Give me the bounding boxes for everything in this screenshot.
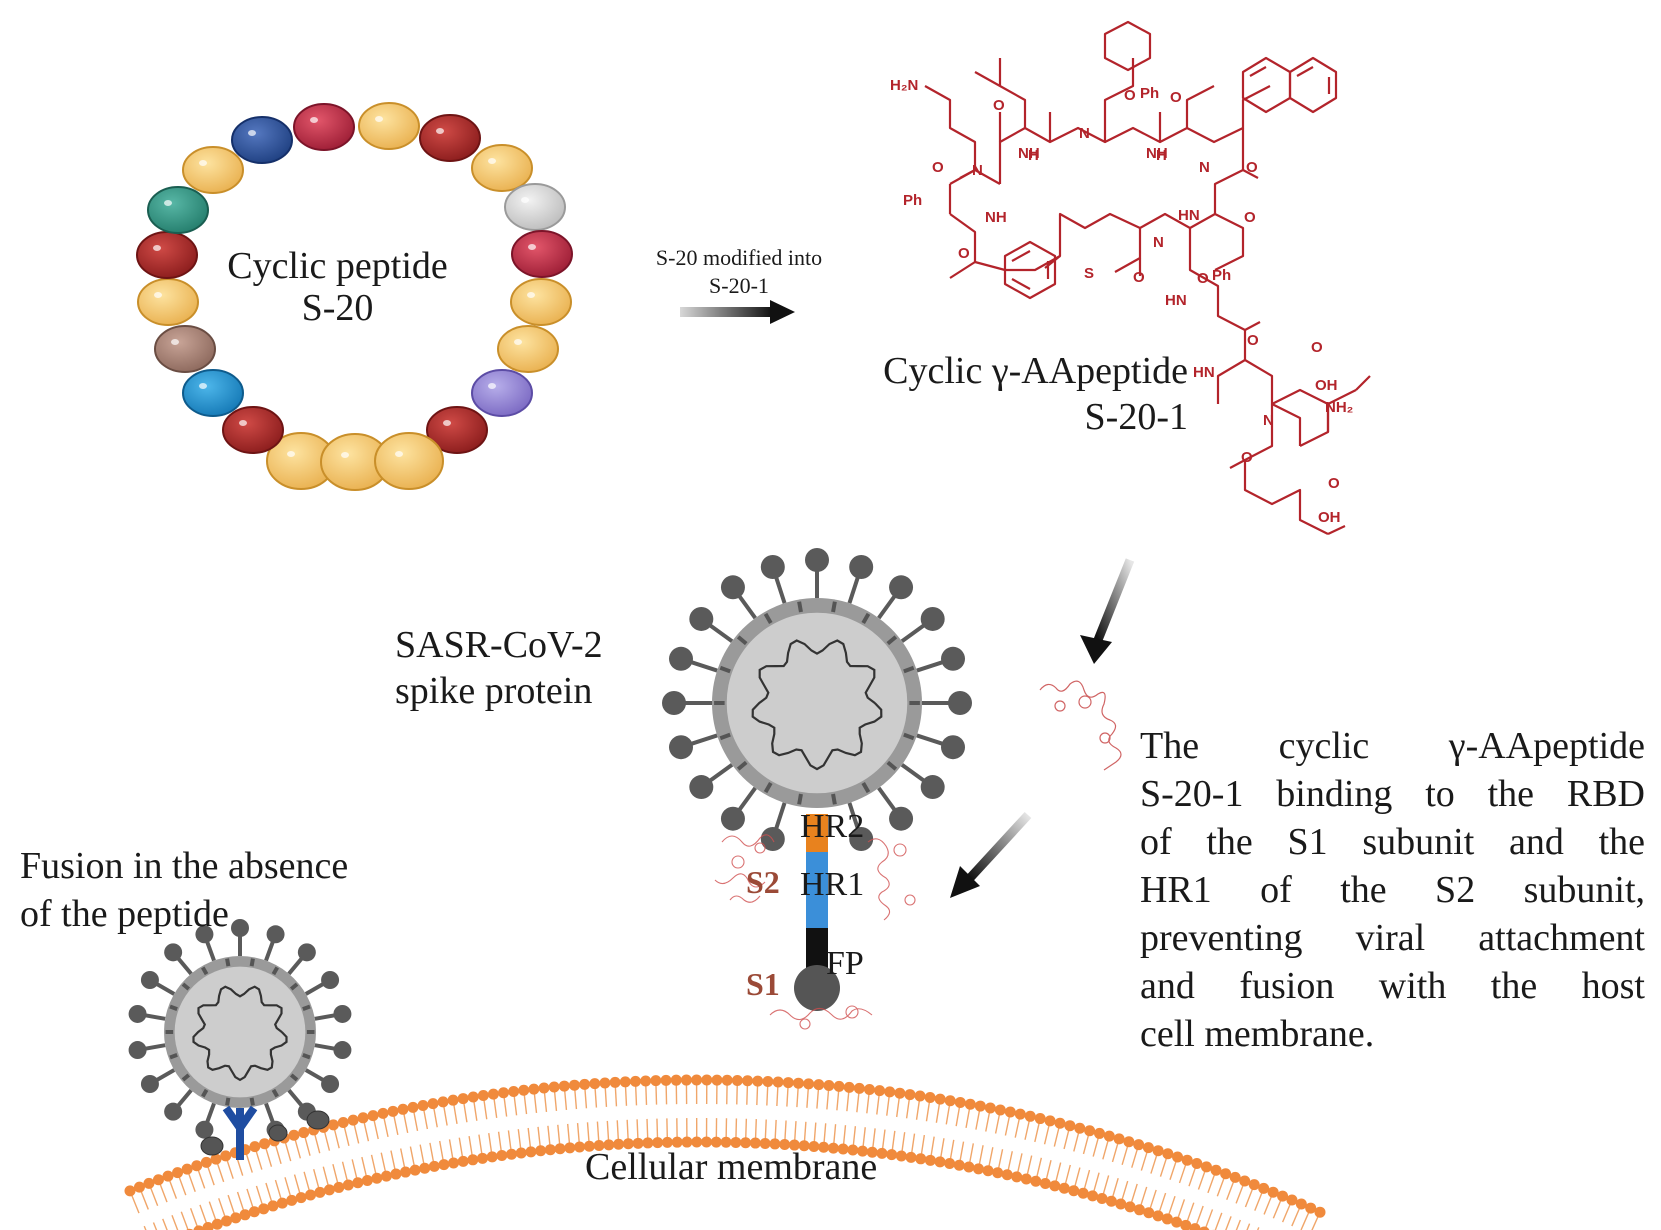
bead	[231, 116, 293, 164]
cyclic-peptide-title: Cyclic peptide	[227, 245, 448, 287]
description-line: preventing viral attachment	[1140, 917, 1645, 959]
mol-label-o: O	[1124, 87, 1136, 104]
diagonal-arrow-down	[1080, 558, 1135, 664]
bead	[471, 369, 533, 417]
mol-label-o: O	[1170, 89, 1182, 106]
mol-label-n: N	[1079, 125, 1090, 142]
mol-label-h: H	[1156, 147, 1167, 164]
description-text: The cyclic γ-AApeptide S-20-1 binding to…	[1140, 722, 1645, 1058]
receptor	[200, 1105, 330, 1160]
hr1-label: HR1	[800, 866, 865, 903]
mol-label-o: O	[1241, 449, 1253, 466]
bead	[222, 406, 284, 454]
description-line: of the S1 subunit and the	[1140, 821, 1645, 863]
bead	[358, 102, 420, 150]
molecule-labels: H₂N Ph Ph Ph NH NH NH HN HN HN N N N N N…	[890, 77, 1353, 526]
mol-label-h: H	[1028, 147, 1039, 164]
virus-label: SASR-CoV-2 spike protein	[395, 622, 603, 714]
mol-label-s: S	[1084, 265, 1094, 282]
bead	[426, 406, 488, 454]
molecule-structure	[924, 20, 1371, 535]
arrow-label: S-20 modified into S-20-1	[632, 244, 846, 300]
bead	[182, 146, 244, 194]
mol-label-o: O	[1246, 159, 1258, 176]
s1-label: S1	[746, 966, 780, 1002]
arrow-label-line1: S-20 modified into	[655, 245, 823, 270]
mol-label-ph: Ph	[1140, 85, 1159, 102]
mol-label-o: O	[958, 245, 970, 262]
mol-label-o: O	[1133, 269, 1145, 286]
hr2-segment	[806, 814, 828, 852]
membrane-label: Cellular membrane	[585, 1146, 878, 1188]
description-line: cell membrane.	[1140, 1013, 1375, 1055]
hr1-segment	[806, 852, 828, 928]
mol-label-o: O	[1311, 339, 1323, 356]
s1-head	[794, 965, 840, 1011]
description-line: S-20-1 binding to the RBD	[1140, 773, 1645, 815]
mol-label-o: O	[993, 97, 1005, 114]
description-line: and fusion with the host	[1140, 965, 1645, 1007]
sars-cov-2-virus-large	[662, 548, 972, 852]
arrow-label-line2: S-20-1	[709, 273, 769, 298]
mol-label-o: O	[1328, 475, 1340, 492]
fusion-label: Fusion in the absence of the peptide	[20, 842, 348, 938]
mol-label-n: N	[1263, 412, 1274, 429]
mol-label-n: N	[972, 162, 983, 179]
bead	[147, 186, 209, 234]
bead	[510, 278, 572, 326]
virus-label-line2: spike protein	[395, 670, 593, 712]
bead	[293, 103, 355, 151]
cyclic-peptide-ring	[136, 102, 573, 491]
gamma-peptide-title: Cyclic γ-AApeptide	[883, 350, 1188, 392]
mol-label-oh: OH	[1315, 377, 1338, 394]
mol-label-n: N	[1153, 234, 1164, 251]
mol-label-oh: OH	[1318, 509, 1341, 526]
mol-label-ph: Ph	[903, 192, 922, 209]
mol-label-o: O	[932, 159, 944, 176]
mol-label-o: O	[1197, 270, 1209, 287]
bead	[504, 183, 566, 231]
spike-protein	[714, 814, 916, 1030]
cyclic-peptide-id: S-20	[301, 287, 374, 329]
mol-label-ph: Ph	[1212, 267, 1231, 284]
bead	[154, 325, 216, 373]
hr2-label: HR2	[800, 808, 865, 845]
mol-label-o: O	[1247, 332, 1259, 349]
gamma-peptide-id: S-20-1	[1084, 396, 1188, 438]
gamma-peptide-label: Cyclic γ-AApeptide S-20-1	[828, 348, 1188, 440]
bead	[511, 230, 573, 278]
mol-label-hn: HN	[1178, 207, 1200, 224]
mol-label-nh2: NH₂	[1325, 399, 1353, 416]
mol-label-o: O	[1244, 209, 1256, 226]
peptide-squiggle	[1039, 680, 1122, 771]
description-line: HR1 of the S2 subunit,	[1140, 869, 1645, 911]
fp-segment	[806, 928, 828, 970]
fp-label: FP	[826, 945, 864, 982]
mol-label-nh: NH	[1018, 145, 1040, 162]
diagonal-arrow-left	[950, 811, 1032, 898]
s2-label: S2	[746, 864, 780, 900]
bead	[137, 278, 199, 326]
bead	[471, 144, 533, 192]
sars-cov-2-virus-small	[128, 919, 352, 1139]
cyclic-peptide-label: Cyclic peptide S-20	[210, 245, 465, 329]
mol-label-nh: NH	[1146, 145, 1168, 162]
modification-arrow	[680, 300, 795, 324]
mol-label-hn: HN	[1165, 292, 1187, 309]
bead	[182, 369, 244, 417]
bead	[419, 114, 481, 162]
fusion-label-line2: of the peptide	[20, 893, 229, 935]
bead	[497, 325, 559, 373]
description-line: The cyclic γ-AApeptide	[1140, 725, 1645, 767]
mol-label-nh: NH	[985, 209, 1007, 226]
bead	[136, 231, 198, 279]
mol-label-n: N	[1199, 159, 1210, 176]
virus-label-line1: SASR-CoV-2	[395, 624, 603, 666]
bead	[374, 432, 444, 490]
mol-label-h2n: H₂N	[890, 77, 918, 94]
mol-label-hn: HN	[1193, 364, 1215, 381]
bead	[320, 433, 390, 491]
fusion-label-line1: Fusion in the absence	[20, 845, 349, 887]
